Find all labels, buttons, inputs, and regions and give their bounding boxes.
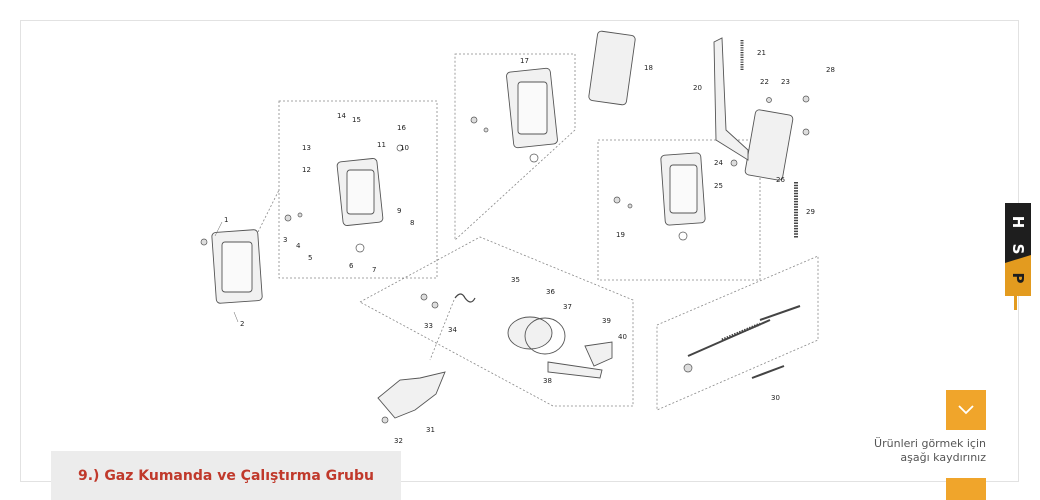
diagram-callout: 26	[776, 176, 785, 184]
svg-text:37: 37	[563, 303, 572, 311]
svg-text:32: 32	[394, 437, 403, 445]
diagram-callout: 13	[302, 144, 311, 152]
diagram-callout: 9	[397, 207, 401, 215]
diagram-callout: 21	[757, 49, 766, 57]
svg-text:10: 10	[400, 144, 409, 152]
svg-text:20: 20	[693, 84, 702, 92]
diagram-callout: 30	[771, 394, 780, 402]
diagram-callout: 16	[397, 124, 406, 132]
diagram-callout: 10	[400, 144, 409, 152]
diagram-callout: 18	[644, 64, 653, 72]
svg-text:18: 18	[644, 64, 653, 72]
svg-text:9: 9	[397, 207, 401, 215]
group-box-cable	[656, 255, 819, 411]
svg-text:17: 17	[520, 57, 529, 65]
diagram-callout: 24	[714, 159, 723, 167]
svg-text:23: 23	[781, 78, 790, 86]
svg-text:34: 34	[448, 326, 457, 334]
diagram-callout: 39	[602, 317, 611, 325]
diagram-callout: 20	[693, 84, 702, 92]
diagram-callout: 3	[283, 236, 287, 244]
diagram-callout: 28	[826, 66, 835, 74]
group-box-left	[278, 100, 438, 279]
group-box-right	[597, 139, 761, 281]
svg-text:30: 30	[771, 394, 780, 402]
diagram-callout: 23	[781, 78, 790, 86]
svg-text:19: 19	[616, 231, 625, 239]
diagram-caption: 9.) Gaz Kumanda ve Çalıştırma Grubu	[51, 451, 401, 500]
scroll-hint-line1: Ürünleri görmek için	[874, 437, 986, 450]
svg-text:16: 16	[397, 124, 406, 132]
svg-text:14: 14	[337, 112, 346, 120]
scroll-hint-line2: aşağı kaydırınız	[900, 451, 986, 464]
svg-text:29: 29	[806, 208, 815, 216]
diagram-callout: 34	[448, 326, 457, 334]
svg-text:26: 26	[776, 176, 785, 184]
svg-text:40: 40	[618, 333, 627, 341]
diagram-callout: 6	[349, 262, 354, 270]
chevron-down-icon	[958, 405, 974, 415]
diagram-callout: 8	[410, 219, 414, 227]
group-box-bottom	[359, 236, 634, 407]
diagram-callout: 29	[806, 208, 815, 216]
svg-text:2: 2	[240, 320, 244, 328]
brand-logo: H S P	[1005, 203, 1031, 296]
diagram-callout: 36	[546, 288, 555, 296]
scroll-hint: Ürünleri görmek için aşağı kaydırınız	[846, 437, 986, 465]
svg-text:5: 5	[308, 254, 312, 262]
svg-text:12: 12	[302, 166, 311, 174]
svg-text:13: 13	[302, 144, 311, 152]
diagram-callout: 14	[337, 112, 346, 120]
svg-text:21: 21	[757, 49, 766, 57]
diagram-callout: 7	[372, 266, 376, 274]
svg-text:39: 39	[602, 317, 611, 325]
diagram-callout: 33	[424, 322, 433, 330]
svg-text:7: 7	[372, 266, 376, 274]
diagram-callout: 35	[511, 276, 520, 284]
svg-text:35: 35	[511, 276, 520, 284]
diagram-callout: 15	[352, 116, 361, 124]
diagram-callout: 31	[426, 426, 435, 434]
diagram-callout: 1	[214, 216, 228, 237]
svg-text:22: 22	[760, 78, 769, 86]
caption-title: 9.) Gaz Kumanda ve Çalıştırma Grubu	[77, 467, 374, 484]
group-box-top	[454, 53, 576, 241]
brand-accent-bar	[1014, 296, 1017, 310]
diagram-callout: 37	[563, 303, 572, 311]
brand-letter-p: P	[1009, 273, 1027, 284]
svg-text:33: 33	[424, 322, 433, 330]
svg-text:25: 25	[714, 182, 723, 190]
diagram-callout: 22	[760, 78, 769, 86]
svg-text:11: 11	[377, 141, 386, 149]
scroll-down-button[interactable]	[946, 390, 986, 430]
svg-text:8: 8	[410, 219, 414, 227]
scroll-tab[interactable]	[946, 478, 986, 500]
diagram-callout: 40	[618, 333, 627, 341]
diagram-callout: 25	[714, 182, 723, 190]
svg-text:6: 6	[349, 262, 354, 270]
svg-text:1: 1	[224, 216, 228, 224]
diagram-callout: 4	[296, 242, 301, 250]
diagram-callout: 38	[543, 377, 552, 385]
diagram-callout: 17	[520, 57, 529, 65]
brand-letter-h: H	[1009, 216, 1027, 229]
svg-text:38: 38	[543, 377, 552, 385]
svg-text:28: 28	[826, 66, 835, 74]
diagram-callout: 32	[394, 437, 403, 445]
svg-text:36: 36	[546, 288, 555, 296]
brand-letter-s: S	[1009, 244, 1027, 255]
svg-text:3: 3	[283, 236, 287, 244]
diagram-callout: 19	[616, 231, 625, 239]
svg-text:24: 24	[714, 159, 723, 167]
svg-text:4: 4	[296, 242, 301, 250]
diagram-callout: 11	[377, 141, 386, 149]
diagram-callout: 12	[302, 166, 311, 174]
diagram-callout: 5	[308, 254, 312, 262]
svg-text:31: 31	[426, 426, 435, 434]
svg-text:15: 15	[352, 116, 361, 124]
diagram-callout: 2	[233, 311, 244, 328]
